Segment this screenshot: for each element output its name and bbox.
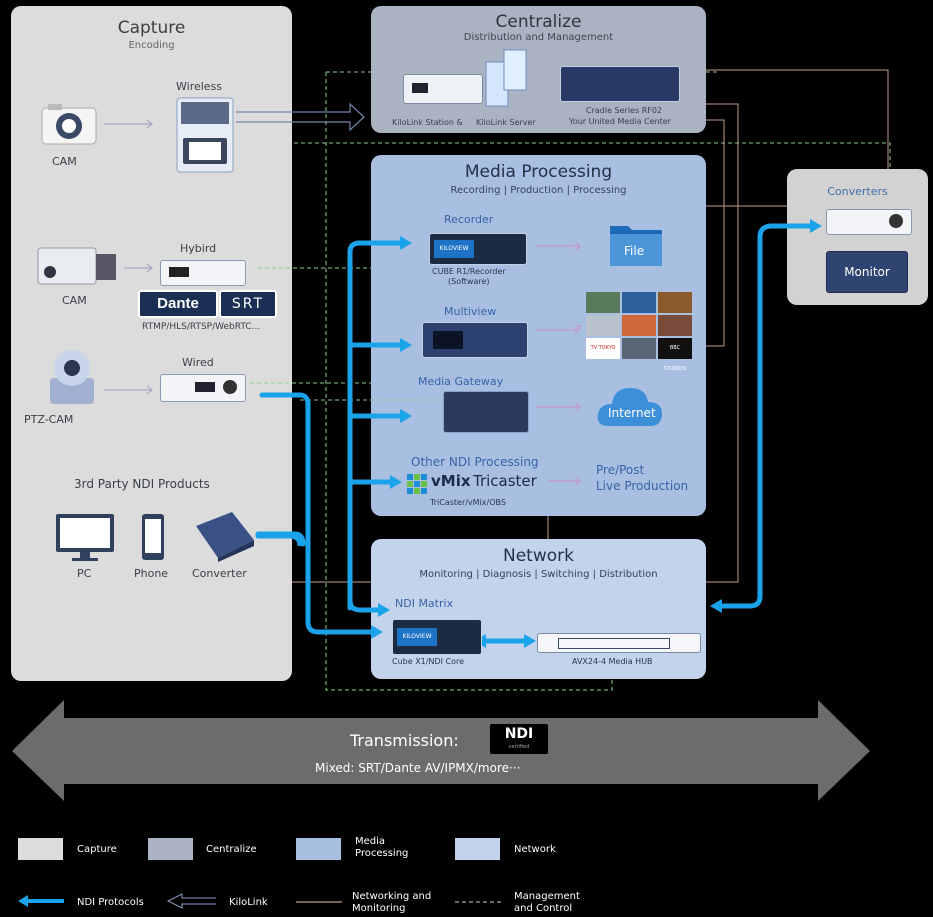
srt-badge: SRT bbox=[219, 290, 277, 318]
centralize-title: Centralize bbox=[495, 12, 582, 32]
ptz-cam-label: PTZ-CAM bbox=[24, 413, 74, 426]
avx24-device bbox=[537, 633, 701, 653]
legend-management-label-2: and Control bbox=[514, 903, 573, 914]
legend-ndi-label: NDI Protocols bbox=[77, 897, 144, 908]
legend-networking-line-icon bbox=[296, 901, 342, 903]
ndi-arrowheads bbox=[371, 219, 822, 648]
cube-x1-label: Cube X1/NDI Core bbox=[392, 657, 465, 666]
legend-network-swatch bbox=[455, 838, 500, 860]
ptz-camera-icon bbox=[50, 350, 94, 404]
network-title: Network bbox=[503, 546, 574, 566]
transmission-sub: Mixed: SRT/Dante AV/IPMX/more··· bbox=[315, 761, 521, 775]
vmix-label: vMix bbox=[431, 472, 471, 490]
legend-capture-swatch bbox=[18, 838, 63, 860]
legend-kilolink-label: KiloLink bbox=[229, 897, 268, 908]
dante-badge: Dante bbox=[138, 290, 218, 318]
prepost-label-2: Live Production bbox=[596, 479, 689, 493]
kilolink-station-device bbox=[403, 74, 483, 104]
legend-media-label-1: Media bbox=[355, 836, 386, 847]
ndi-lines bbox=[255, 223, 813, 644]
legend-management-line-icon bbox=[455, 901, 501, 903]
cradle-label-1: Cradle Series RF02 bbox=[586, 106, 663, 115]
centralize-panel: Centralize Distribution and Management bbox=[371, 6, 706, 133]
cam-label-2: CAM bbox=[62, 294, 87, 307]
transmission-title: Transmission: bbox=[350, 731, 459, 750]
others-sub-label: TriCaster/vMix/OBS bbox=[430, 498, 506, 507]
hybird-encoder-device bbox=[160, 260, 246, 286]
recorder-device-label-2: (Software) bbox=[448, 277, 490, 286]
capture-title: Capture bbox=[117, 18, 186, 38]
wired-label: Wired bbox=[182, 356, 214, 369]
recorder-device-label-1: CUBE R1/Recorder bbox=[432, 267, 506, 276]
device-arrows bbox=[104, 119, 582, 486]
legend-media-label-2: Processing bbox=[355, 848, 409, 859]
wireless-label: Wireless bbox=[176, 80, 223, 93]
kilolink-arrow bbox=[236, 102, 365, 132]
legend-networking-label-1: Networking and bbox=[352, 891, 432, 902]
file-folder-icon bbox=[610, 226, 662, 266]
media-title: Media Processing bbox=[464, 162, 613, 182]
centralize-subtitle: Distribution and Management bbox=[463, 32, 614, 43]
multiview-label: Multiview bbox=[444, 305, 497, 318]
hybird-label: Hybird bbox=[180, 242, 217, 255]
monitor-device: Monitor bbox=[826, 251, 908, 293]
transmission-arrow bbox=[12, 700, 870, 801]
multiview-thumbnails: TV TOKYO BBC STUDIOS bbox=[586, 292, 692, 372]
camera-icon bbox=[41, 104, 97, 145]
converters-title: Converters bbox=[827, 185, 888, 198]
kilolink-server-label: KiloLink Server bbox=[476, 118, 536, 127]
cube-r1-device: KILOVIEW bbox=[429, 233, 527, 265]
cradle-label-2: Your United Media Center bbox=[569, 117, 671, 126]
media-gateway-label: Media Gateway bbox=[418, 375, 504, 388]
recorder-label: Recorder bbox=[444, 213, 494, 226]
network-panel: Network Monitoring | Diagnosis | Switchi… bbox=[371, 539, 706, 679]
ndi-matrix-label: NDI Matrix bbox=[395, 597, 454, 610]
phone-label: Phone bbox=[134, 567, 169, 580]
vmix-grid-icon bbox=[407, 474, 427, 494]
legend-management-label-1: Management bbox=[514, 891, 580, 902]
media-subtitle: Recording | Production | Processing bbox=[450, 185, 627, 196]
cam-label-1: CAM bbox=[52, 155, 77, 168]
file-label: File bbox=[624, 244, 645, 258]
legend-kilolink-arrow-icon bbox=[166, 893, 216, 909]
legend-network-label: Network bbox=[514, 844, 556, 855]
media-gateway-device bbox=[443, 391, 529, 433]
cradle-device bbox=[560, 66, 680, 102]
third-party-label: 3rd Party NDI Products bbox=[74, 477, 210, 491]
multiview-device bbox=[422, 322, 528, 358]
tricaster-label: Tricaster bbox=[473, 472, 537, 490]
converter-label: Converter bbox=[192, 567, 247, 580]
internet-cloud-icon bbox=[597, 388, 662, 426]
converter-decoder-device bbox=[826, 209, 912, 235]
legend-ndi-arrow-icon bbox=[18, 895, 64, 907]
ndi-logo: NDI certified bbox=[490, 724, 548, 754]
wired-encoder-device bbox=[160, 374, 246, 402]
capture-subtitle: Encoding bbox=[128, 40, 175, 51]
prepost-label-1: Pre/Post bbox=[596, 463, 645, 477]
network-subtitle: Monitoring | Diagnosis | Switching | Dis… bbox=[419, 569, 658, 580]
protocols-label: RTMP/HLS/RTSP/WebRTC... bbox=[142, 322, 261, 332]
legend-centralize-label: Centralize bbox=[206, 844, 257, 855]
legend-media-swatch bbox=[296, 838, 341, 860]
camcorder-icon bbox=[37, 247, 116, 285]
phone-icon bbox=[142, 514, 164, 560]
wireless-encoder-icon bbox=[176, 97, 234, 173]
internet-label: Internet bbox=[608, 406, 656, 420]
legend-networking-label-2: Monitoring bbox=[352, 903, 406, 914]
converter-icon bbox=[196, 512, 254, 562]
management-lines bbox=[250, 71, 891, 691]
legend-capture-label: Capture bbox=[77, 844, 117, 855]
kilolink-server-icon bbox=[485, 49, 527, 107]
avx24-label: AVX24-4 Media HUB bbox=[572, 657, 653, 666]
legend-centralize-swatch bbox=[148, 838, 193, 860]
kilolink-station-label: KiloLink Station & bbox=[392, 118, 463, 127]
networking-lines bbox=[292, 69, 889, 583]
pc-icon bbox=[56, 514, 114, 561]
cube-x1-device: KILOVIEW bbox=[392, 619, 482, 655]
other-processing-label: Other NDI Processing bbox=[411, 455, 539, 469]
pc-label: PC bbox=[77, 567, 92, 580]
